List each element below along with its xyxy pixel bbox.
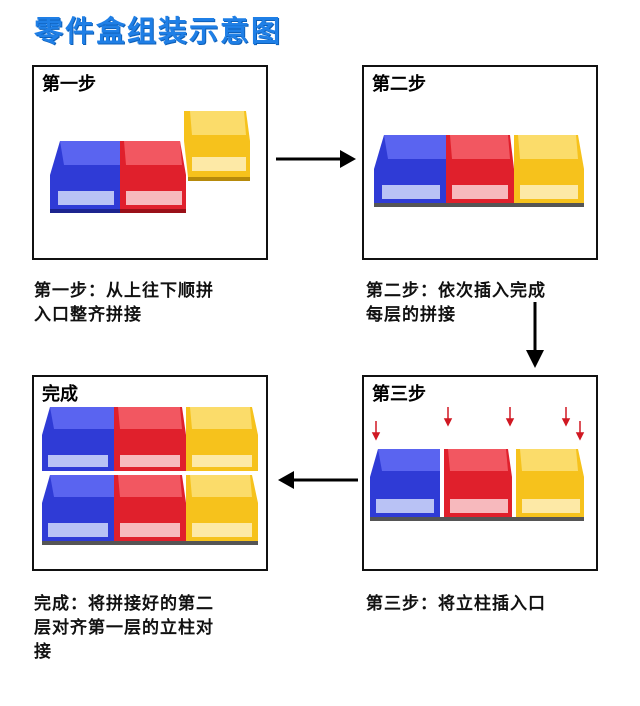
done-label: 完成 — [42, 384, 78, 405]
arrow-left-icon — [278, 471, 358, 489]
step2-illustration — [374, 135, 584, 207]
done-illustration — [42, 407, 258, 545]
step2-panel: 第二步 — [362, 65, 598, 260]
step3-caption: 第三步：将立柱插入口 — [366, 594, 546, 614]
step1-caption: 第一步：从上往下顺拼 入口整齐拼接 — [34, 281, 214, 325]
arrow-down-icon — [526, 302, 544, 368]
blue-bin — [50, 141, 120, 213]
done-panel: 完成 — [32, 375, 268, 571]
step1-panel: 第一步 — [32, 65, 268, 260]
arrow-right-icon — [276, 150, 356, 168]
yellow-bin — [184, 111, 250, 181]
red-bin — [120, 141, 186, 213]
step3-illustration — [370, 407, 585, 521]
page-title: 零件盒组装示意图 — [34, 14, 283, 48]
step2-label: 第二步 — [372, 74, 426, 95]
done-caption: 完成：将拼接好的第二 层对齐第一层的立柱对 接 — [34, 594, 214, 662]
step3-panel: 第三步 — [362, 375, 598, 571]
step3-label: 第三步 — [372, 384, 426, 405]
step1-illustration — [50, 111, 250, 213]
step2-caption: 第二步：依次插入完成 每层的拼接 — [366, 281, 546, 325]
step1-label: 第一步 — [42, 74, 96, 95]
